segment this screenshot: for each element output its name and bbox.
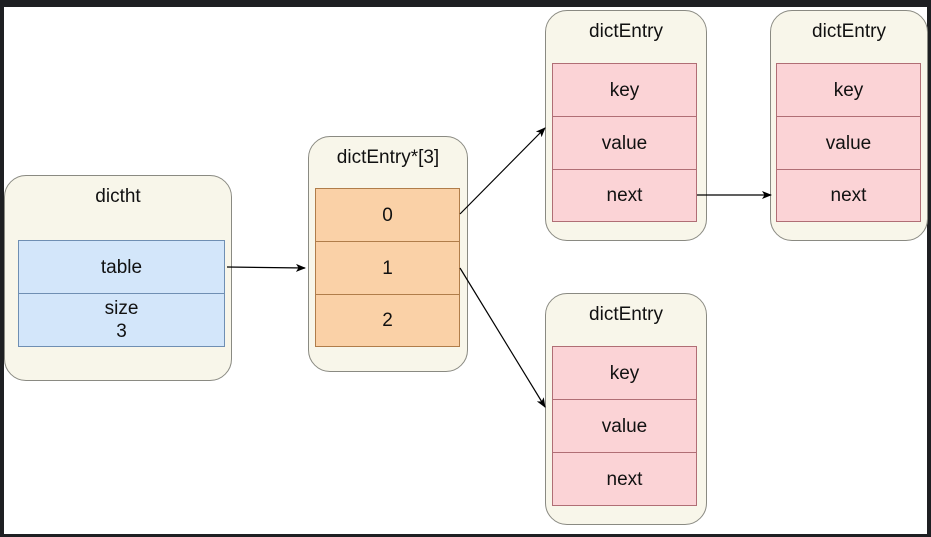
array-slot-1: 1 <box>315 241 460 295</box>
array-slot-2: 2 <box>315 294 460 347</box>
dict-entry-c-key: key <box>552 346 697 400</box>
dict-entry-a-key: key <box>552 63 697 117</box>
dict-entry-b-next: next <box>776 169 921 222</box>
dict-entry-c-next: next <box>552 452 697 506</box>
arrow-table-to-array <box>226 263 306 272</box>
dict-entry-b-title: dictEntry <box>812 21 886 42</box>
array-slot-0: 0 <box>315 188 460 242</box>
dictht-table-field: table <box>18 240 225 294</box>
arrow-slot1-to-entry-c <box>459 267 546 408</box>
dict-entry-b-value: value <box>776 116 921 170</box>
dict-entry-a-next: next <box>552 169 697 222</box>
dictht-size-field: size 3 <box>18 293 225 347</box>
dict-entry-a-title: dictEntry <box>589 21 663 42</box>
entry-array-title: dictEntry*[3] <box>336 147 440 168</box>
arrow-slot0-to-entry-a <box>459 127 546 215</box>
diagram-canvas: dictht table size 3 dictEntry*[3] 0 1 2 … <box>4 7 928 534</box>
dict-entry-c-value: value <box>552 399 697 453</box>
dict-entry-a-value: value <box>552 116 697 170</box>
dict-entry-c-title: dictEntry <box>589 304 663 325</box>
dictht-title: dictht <box>95 186 141 207</box>
dict-entry-b-key: key <box>776 63 921 117</box>
